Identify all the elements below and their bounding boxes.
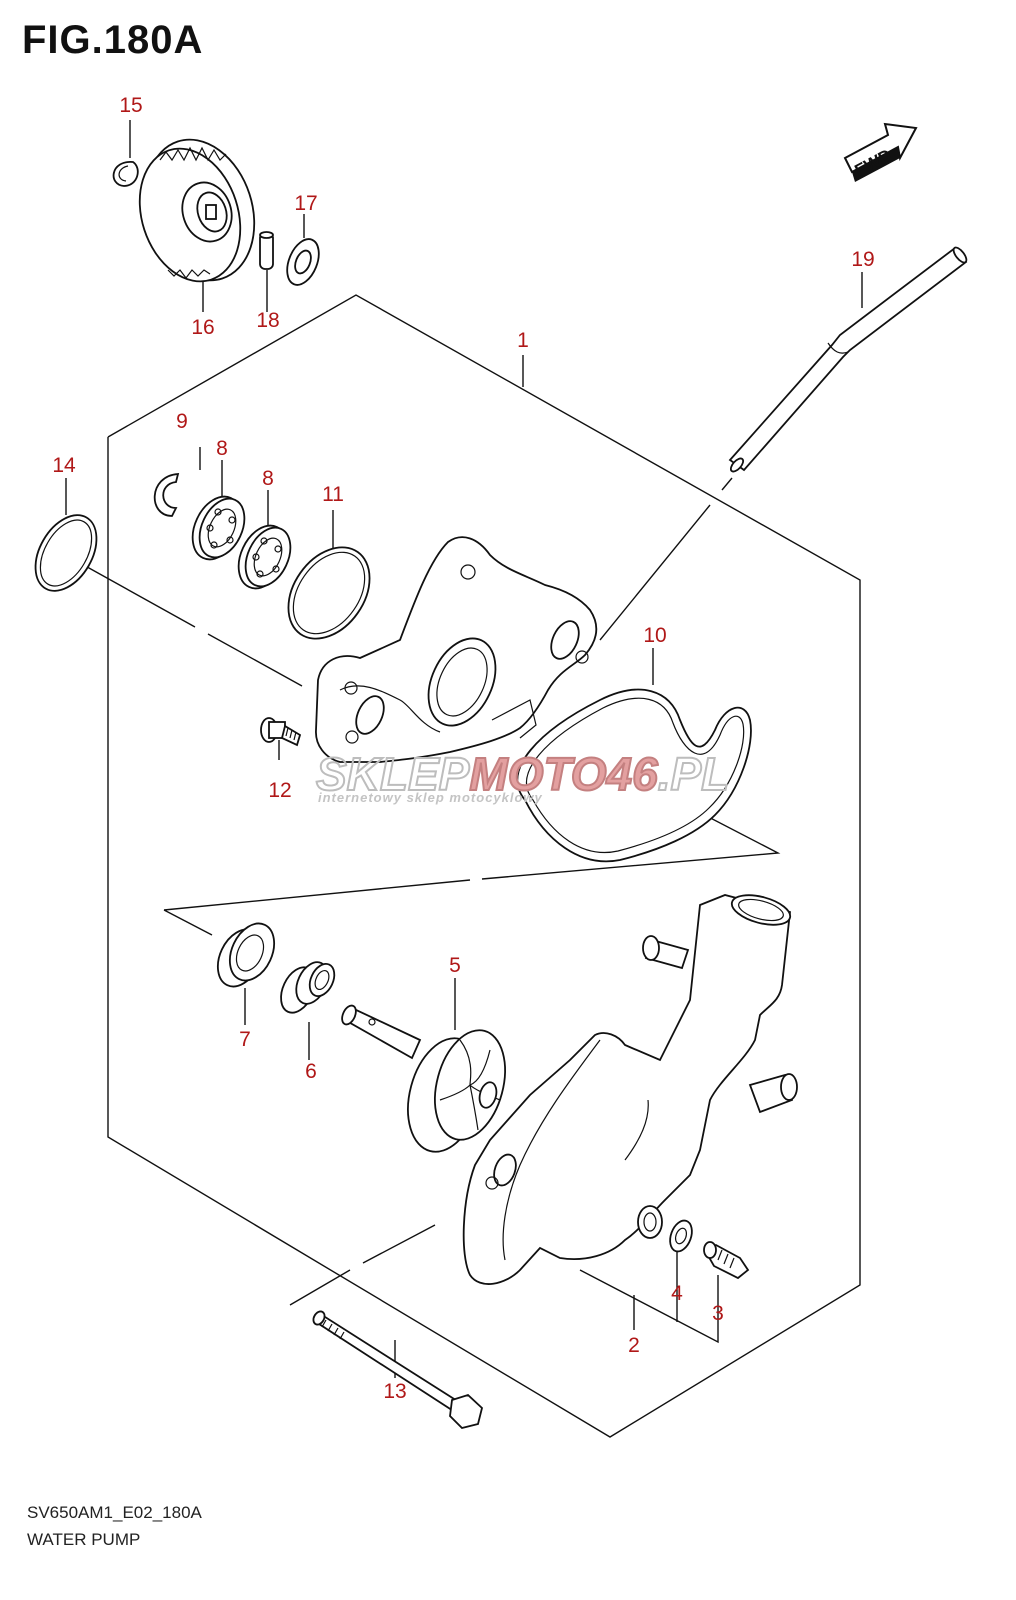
callout-16: 16 [191,316,214,339]
callout-14: 14 [52,454,76,477]
bearing-8a [191,495,246,561]
watermark-highlight: MOTO46 [469,748,658,800]
bearing-8b [237,524,292,590]
callout-9: 9 [176,410,188,433]
e-clip-9 [153,473,180,517]
callout-8a: 8 [216,437,228,460]
washer-17 [286,238,320,286]
pump-cover [315,536,598,763]
circlip-15 [112,161,139,187]
callout-13: 13 [383,1380,406,1403]
assembly-outline [107,294,861,1438]
figure-title: FIG.180A [22,18,204,62]
callout-8b: 8 [262,467,274,490]
callout-1: 1 [517,329,529,352]
mechanical-seal-6 [280,961,336,1014]
impeller-5 [341,1004,506,1153]
gear-16 [138,138,256,283]
pump-body-2 [462,894,798,1285]
o-ring-14 [34,514,98,592]
callout-11: 11 [322,483,344,506]
callout-15: 15 [119,94,142,117]
callout-18: 18 [256,309,279,332]
callout-2: 2 [628,1334,640,1357]
callout-17: 17 [294,192,317,215]
callout-10: 10 [643,624,666,647]
dowel-pin-18 [259,231,274,270]
diagram-code: SV650AM1_E02_180A [27,1503,202,1522]
washer-4 [669,1219,693,1253]
callout-4: 4 [671,1282,683,1305]
bolt-3 [703,1241,750,1280]
diagram-name: WATER PUMP [27,1530,141,1549]
callouts: 1 2 3 4 5 6 7 8 8 9 10 11 12 13 14 15 16… [52,94,874,1403]
svg-text:SKLEPMOTO46.PL: SKLEPMOTO46.PL [316,748,729,800]
callout-12: 12 [268,779,291,802]
watermark-prefix: SKLEP [316,748,470,800]
callout-3: 3 [712,1302,724,1325]
hose-19 [728,246,968,473]
callout-5: 5 [449,954,461,977]
fwd-arrow-icon: FWD [843,122,918,182]
bolt-12 [260,717,302,747]
callout-19: 19 [851,248,874,271]
oil-seal-7 [216,922,276,988]
callout-6: 6 [305,1060,317,1083]
watermark-suffix: .PL [658,748,730,800]
watermark: SKLEPMOTO46.PL internetowy sklep motocyk… [315,747,730,805]
o-ring-11 [287,546,371,640]
bolt-13 [312,1310,484,1429]
callout-7: 7 [239,1028,251,1051]
watermark-tagline: internetowy sklep motocyklowy [318,790,543,805]
gasket-10 [516,688,752,863]
